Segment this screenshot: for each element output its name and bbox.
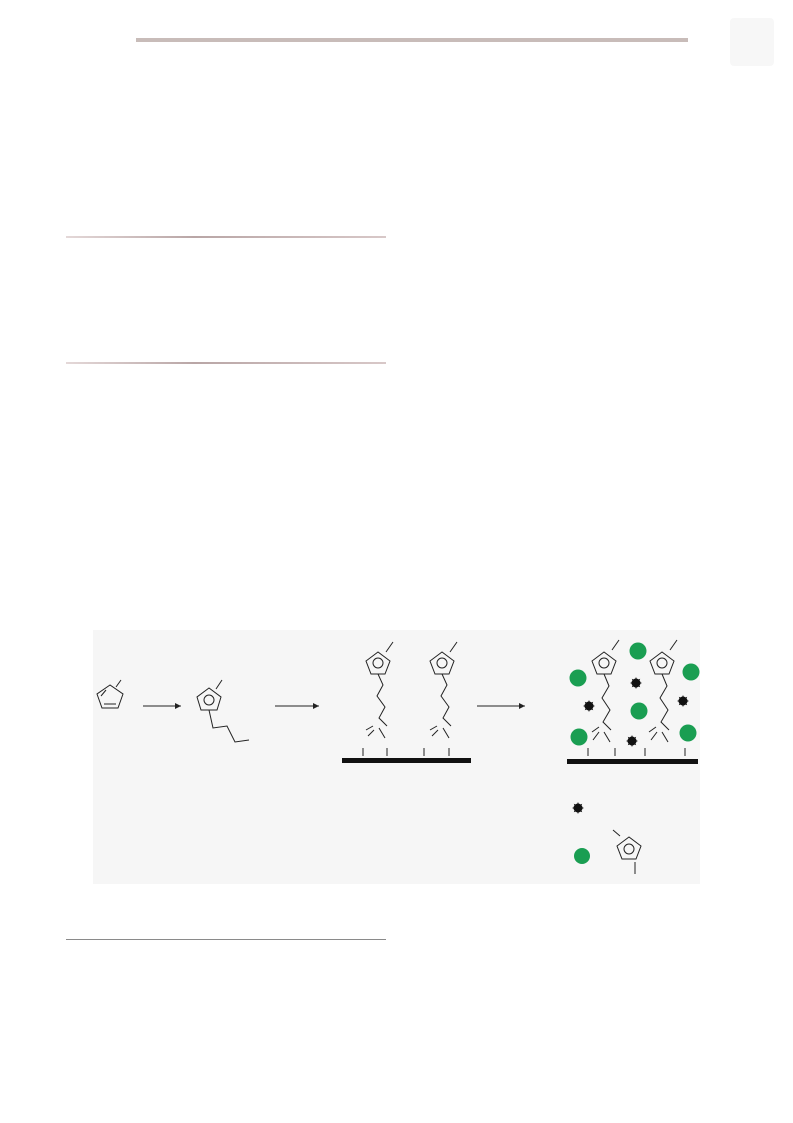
alkyl-imidazolium-molecule bbox=[196, 679, 250, 743]
legend-label-marker bbox=[574, 848, 590, 864]
green-label-particle bbox=[569, 669, 587, 687]
green-label-particle bbox=[629, 642, 647, 660]
substrate-bar bbox=[342, 758, 471, 763]
substrate-bar-2 bbox=[567, 759, 698, 764]
synthesis-scheme bbox=[96, 639, 700, 874]
green-label-particle bbox=[570, 728, 588, 746]
imidazole-molecule bbox=[96, 679, 124, 709]
corner-tab bbox=[730, 18, 774, 66]
tethered-imidazolium-left-2 bbox=[587, 639, 620, 756]
scheme-panel bbox=[93, 630, 700, 884]
exposed-layer bbox=[567, 639, 700, 764]
tethered-imidazolium-right-2 bbox=[644, 639, 686, 756]
legend-analyte-marker bbox=[571, 801, 585, 815]
analyte-particle bbox=[629, 676, 643, 690]
section-rule-2 bbox=[66, 362, 386, 364]
immobilized-layer bbox=[342, 641, 471, 763]
legend-imidazole-ring bbox=[612, 829, 642, 874]
analyte-particle bbox=[676, 694, 690, 708]
header-rule bbox=[136, 38, 688, 42]
legend bbox=[571, 801, 642, 874]
section-rule-3 bbox=[66, 939, 386, 940]
analyte-particle bbox=[625, 734, 639, 748]
tethered-imidazolium-left bbox=[362, 641, 394, 756]
green-label-particle bbox=[679, 724, 697, 742]
analyte-particle bbox=[582, 699, 596, 713]
green-label-particle bbox=[630, 702, 648, 720]
tethered-imidazolium-right bbox=[423, 641, 458, 756]
section-rule-1 bbox=[66, 236, 386, 238]
green-label-particle bbox=[682, 663, 700, 681]
